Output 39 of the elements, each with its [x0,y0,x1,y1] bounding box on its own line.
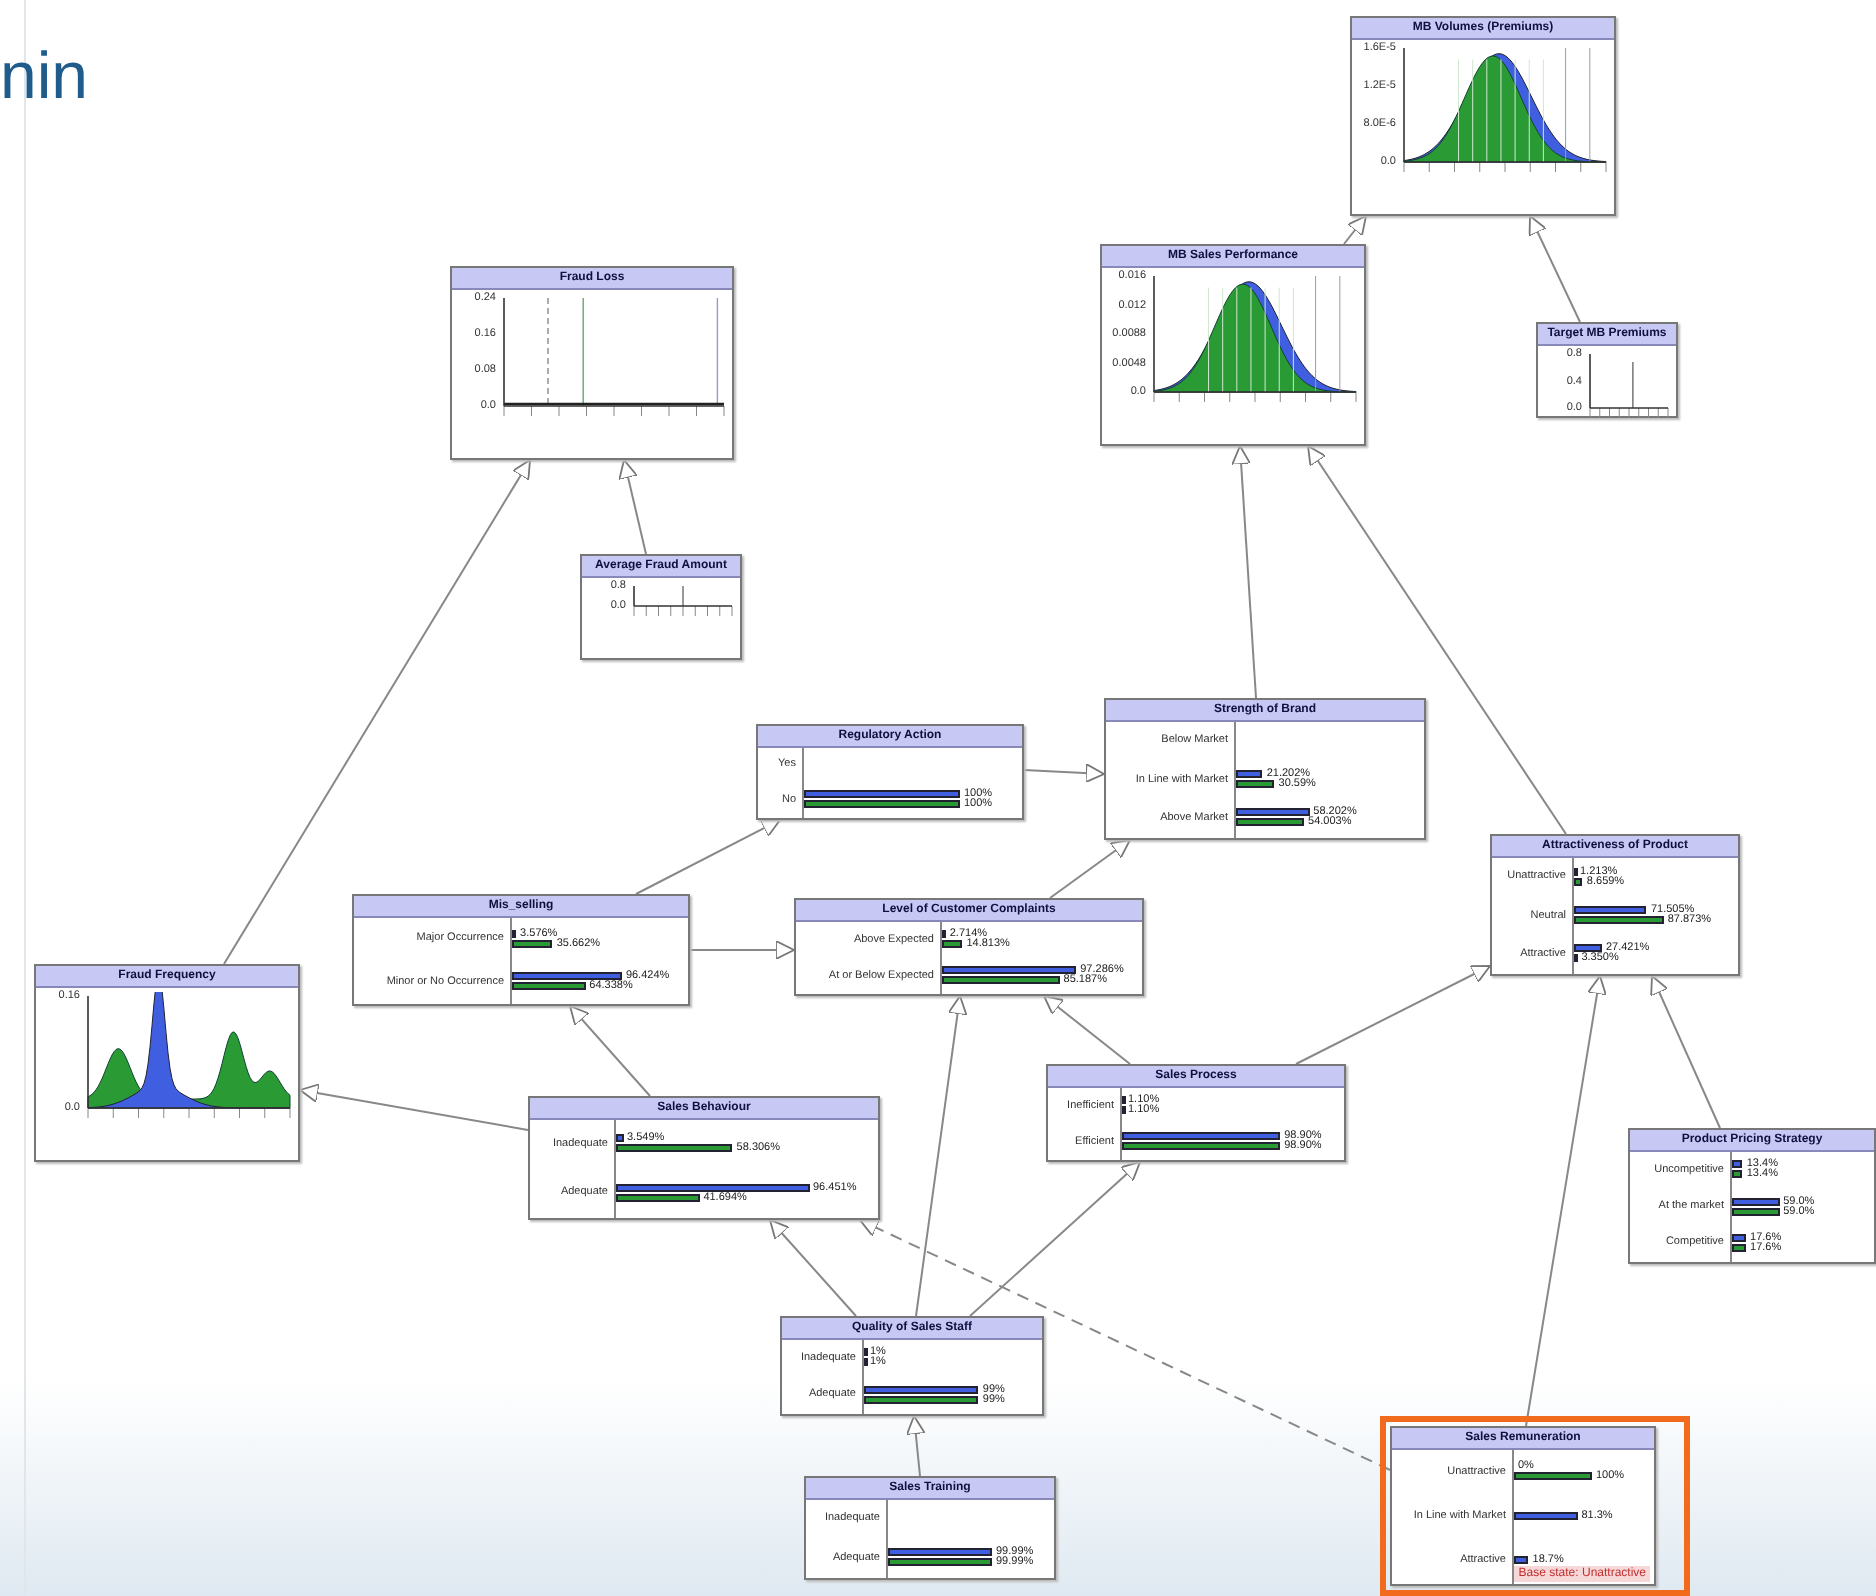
monitor-panel [528,1096,880,1220]
monitor-panel [580,554,742,660]
arrow [689,940,795,960]
arrow [223,459,531,965]
monitor-panel [352,894,690,1006]
arrow [905,1415,926,1477]
arrow [1528,215,1581,323]
monitor-panel [1104,698,1426,840]
arrow [1295,965,1491,1065]
arrow [1307,445,1567,835]
arrow [1650,975,1721,1129]
monitor-panel [756,724,1024,820]
monitor-panel [780,1316,1044,1416]
dashed-arrow [859,1218,1391,1471]
monitor-panel [804,1476,1056,1580]
arrow [1525,975,1607,1427]
slide-title: nin [0,36,89,116]
arrow [1023,763,1105,783]
arrow [969,1161,1141,1317]
arrow [1343,215,1367,245]
monitor-panel [1046,1064,1346,1162]
monitor-panel [1490,834,1740,976]
monitor-panel [1628,1128,1876,1264]
monitor-panel [34,964,300,1162]
monitor-panel [450,266,734,460]
arrow [569,1005,651,1097]
arrow [618,459,647,555]
monitor-panel [1350,16,1616,216]
monitor-panel [794,898,1144,996]
arrow [915,995,968,1317]
arrow [635,819,781,895]
arrow [769,1219,857,1317]
monitor-panel [1100,244,1366,446]
monitor-panel [1536,322,1678,418]
arrow [1043,995,1131,1065]
arrow [299,1083,529,1131]
arrow [1049,839,1131,899]
arrow [1231,445,1257,699]
monitor-panel [1390,1426,1656,1586]
